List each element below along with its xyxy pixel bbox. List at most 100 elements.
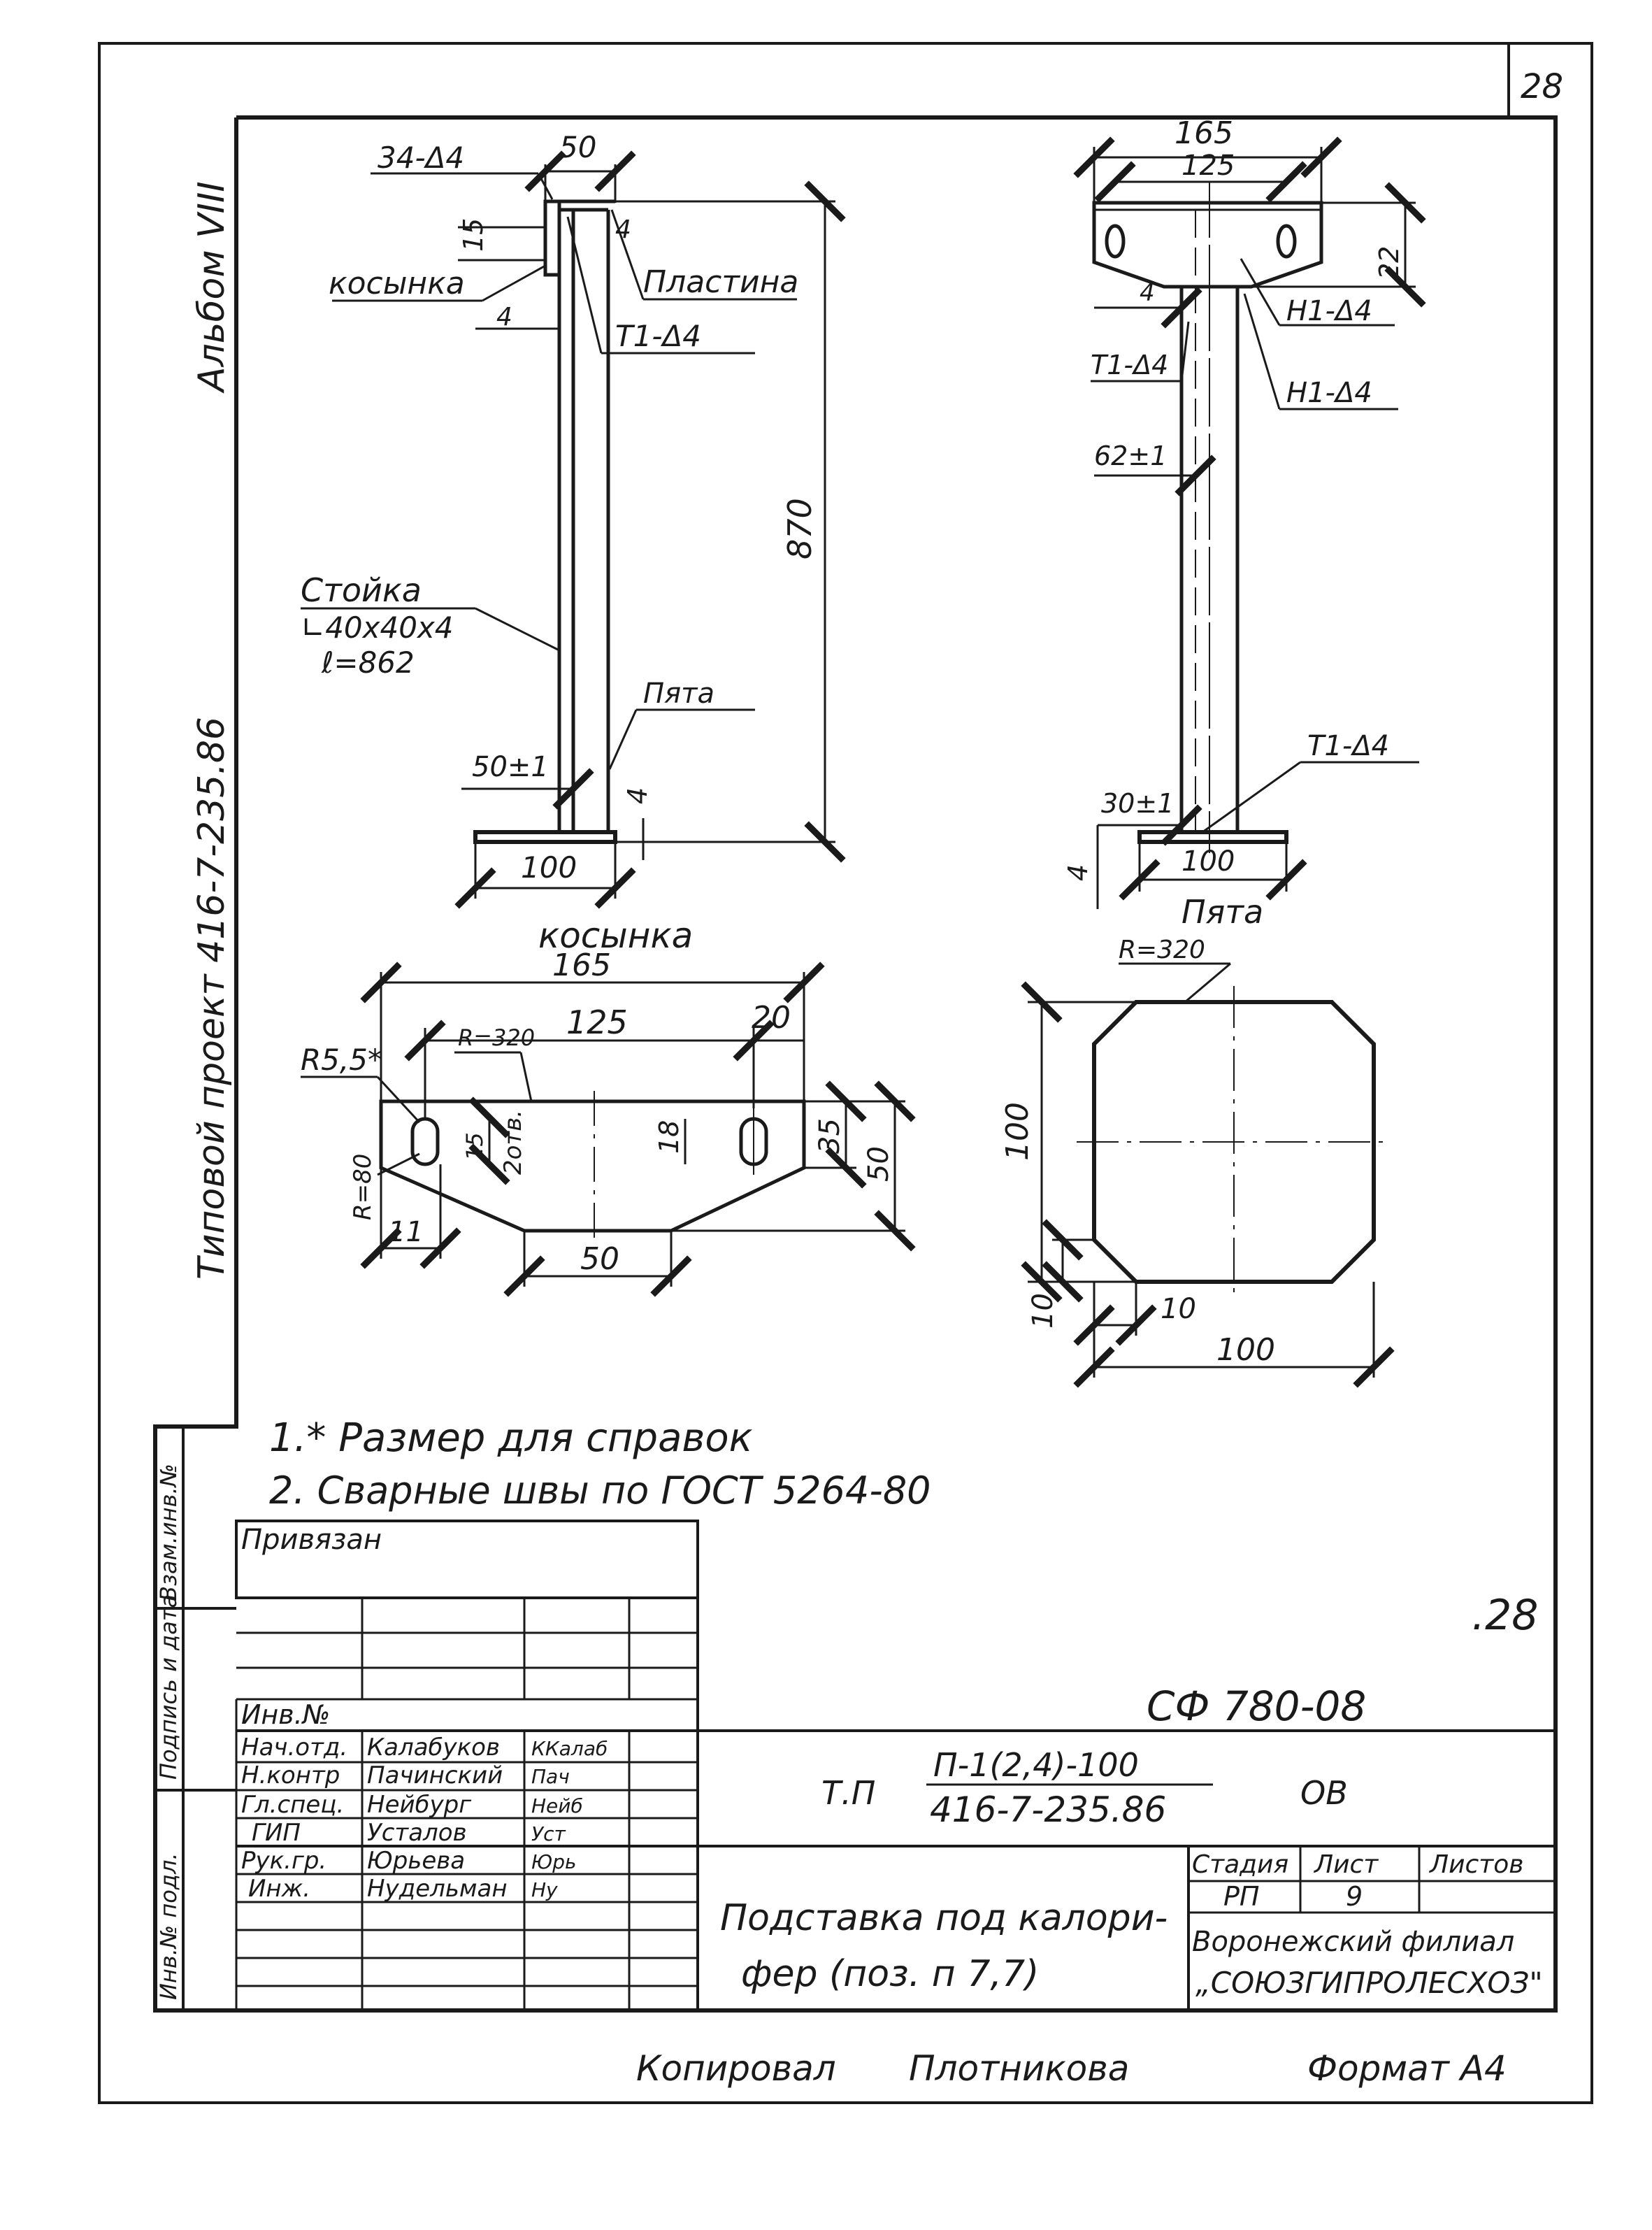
fv-weld-1: Н1-Δ4 [1286, 295, 1372, 327]
fv-weld-2: Н1-Δ4 [1286, 377, 1372, 409]
name-4: Усталов [367, 1819, 467, 1847]
stage-header: Стадия [1192, 1850, 1288, 1879]
sign-3: Нейб [531, 1794, 583, 1817]
role-4: ГИП [252, 1819, 301, 1847]
kos-holes: 2отв. [499, 1110, 527, 1175]
sv-dim-15: 15 [458, 218, 489, 252]
kos-dim-50: 50 [863, 1146, 895, 1182]
sv-profile: ∟40х40х4 [301, 610, 454, 645]
name-1: Калабуков [367, 1734, 500, 1761]
kos-dim-35: 35 [814, 1118, 846, 1154]
sheet-value: 9 [1346, 1881, 1363, 1912]
name-2: Пачинский [367, 1761, 503, 1789]
side-replace-inv: Взам.инв.№ [155, 1464, 182, 1601]
title-block: Привязан Инв.№ .28 СФ 780-08 Т.П П-1(2,4… [235, 1520, 1556, 2010]
copier-name: Плотникова [909, 2048, 1129, 2089]
inv-no: Инв.№ [241, 1699, 330, 1730]
side-sign-date: Подпись и дата [155, 1594, 182, 1780]
outer-border [98, 42, 1593, 2104]
detail-kosynka: косынка 165 125 20 R5,5 [301, 915, 916, 1297]
sheet-header: Лист [1313, 1850, 1379, 1879]
sv-dim-height: 870 [781, 498, 819, 559]
sv-offset: 50±1 [472, 751, 549, 783]
sign-1: ККалаб [531, 1737, 608, 1760]
sheets-header: Листов [1428, 1850, 1523, 1879]
sv-dim-4c: 4 [622, 787, 653, 804]
sv-kosynka: косынка [329, 266, 465, 301]
kos-radius-c: R=80 [349, 1154, 377, 1220]
fv-offset: 30±1 [1101, 788, 1174, 819]
project-label: Типовой проект 416-7-235.86 [191, 717, 233, 1280]
name-3: Нейбург [367, 1791, 472, 1819]
album-label: Альбом VIII [191, 181, 233, 394]
kos-dim-holes: 125 [566, 1003, 628, 1041]
sv-dim-4b: 4 [496, 303, 512, 331]
sv-plastina: Пластина [643, 264, 798, 300]
sheet-code: .28 [1472, 1591, 1538, 1640]
tp-prefix: Т.П [821, 1774, 875, 1812]
sign-4: Уст [531, 1822, 566, 1845]
drawing-title-1: Подставка под калори- [720, 1897, 1168, 1939]
page-number: 28 [1521, 67, 1563, 106]
note-1: 1.* Размер для справок [269, 1415, 753, 1461]
tp-suffix: ОВ [1300, 1774, 1348, 1812]
kos-radius-a: R5,5* [301, 1043, 382, 1077]
front-view: 165 125 22 4 Н1-Δ4 Т1-Δ4 Н1-Δ4 62±1 Т1-Δ… [1063, 115, 1426, 909]
fv-dim-holes: 125 [1181, 150, 1235, 182]
sign-2: Пач [531, 1765, 570, 1788]
kos-dim-bottom: 50 [580, 1241, 619, 1277]
kos-radius-b: R=320 [458, 1024, 535, 1051]
kos-dim-18: 18 [654, 1120, 684, 1154]
privyazan: Привязан [241, 1524, 382, 1556]
pyata-dim-chamfer-v: 10 [1027, 1293, 1059, 1329]
sv-dim-base: 100 [521, 850, 577, 885]
copied-by: Копировал [636, 2048, 836, 2089]
kos-dim-total: 165 [552, 948, 611, 983]
fv-dim-22: 22 [1374, 246, 1405, 280]
fv-weld-3: Т1-Δ4 [1091, 350, 1168, 380]
sign-5: Юрь [531, 1850, 577, 1873]
drawing-title-2: фер (поз. п 7,7) [741, 1953, 1039, 1995]
kosynka-title: косынка [538, 915, 693, 956]
pyata-dim-chamfer-h: 10 [1161, 1293, 1196, 1325]
sv-weld: Т1-Δ4 [615, 319, 701, 353]
sv-length: ℓ=862 [321, 645, 415, 680]
fv-dim-62: 62±1 [1094, 441, 1167, 471]
pyata-radius: R=320 [1119, 936, 1205, 964]
role-3: Гл.спец. [241, 1791, 344, 1819]
role-5: Рук.гр. [241, 1847, 326, 1875]
sign-6: Ну [531, 1878, 558, 1901]
kos-dim-11: 11 [388, 1216, 424, 1248]
side-stamp: Взам.инв.№ Подпись и дата Инв.№ подл. [155, 1427, 236, 2010]
name-6: Нудельман [367, 1875, 508, 1903]
doc-code: СФ 780-08 [1147, 1682, 1366, 1730]
name-5: Юрьева [367, 1847, 465, 1875]
kos-dim-15: 15 [461, 1132, 488, 1161]
sv-weld-top: 34-Δ4 [378, 141, 464, 175]
sv-dim-4a: 4 [615, 215, 631, 244]
fv-dim-4: 4 [1140, 279, 1155, 307]
tp-denominator: 416-7-235.86 [930, 1789, 1166, 1830]
sv-dim-width: 50 [559, 130, 596, 164]
tp-numerator: П-1(2,4)-100 [933, 1746, 1139, 1784]
note-2: 2. Сварные швы по ГОСТ 5264-80 [269, 1468, 931, 1513]
kos-dim-20: 20 [752, 1000, 791, 1036]
side-inv-orig: Инв.№ подл. [155, 1852, 182, 2000]
side-view: 34-Δ4 50 15 4 косынка 4 Пластина Т1-Δ4 8… [301, 130, 846, 909]
sv-stoyka: Стойка [301, 571, 422, 609]
role-2: Н.контр [241, 1761, 340, 1789]
fv-dim-base: 100 [1181, 845, 1235, 878]
pyata-dim-height: 100 [1000, 1102, 1035, 1161]
role-1: Нач.отд. [241, 1734, 347, 1761]
fv-dim-total: 165 [1175, 115, 1233, 151]
sv-pyata: Пята [643, 678, 714, 710]
fv-weld-bottom: Т1-Δ4 [1307, 730, 1389, 762]
pyata-title: Пята [1181, 893, 1263, 931]
org-line-1: Воронежский филиал [1192, 1926, 1514, 1958]
format: Формат А4 [1307, 2048, 1507, 2089]
fv-dim-4b: 4 [1063, 864, 1093, 881]
stage-value: РП [1223, 1881, 1260, 1912]
detail-pyata: Пята R=320 100 10 10 100 [1000, 893, 1395, 1388]
org-line-2: „СОЮЗГИПРОЛЕСХОЗ" [1195, 1966, 1543, 2000]
